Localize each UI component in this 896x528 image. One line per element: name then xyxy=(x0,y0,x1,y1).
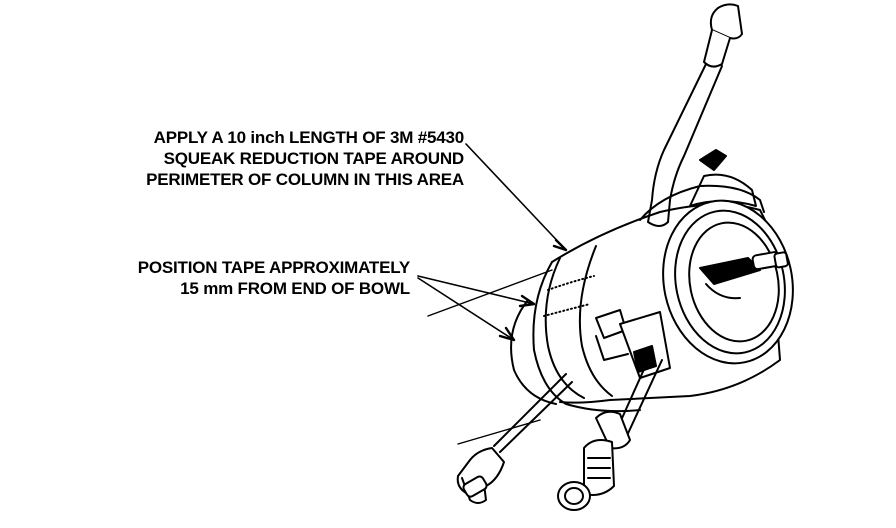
apply-tape-line-2: SQUEAK REDUCTION TAPE AROUND xyxy=(163,149,465,168)
apply-tape-line-1: APPLY A 10 inch LENGTH OF 3M #5430 xyxy=(153,128,465,147)
apply-tape-line-3: PERIMETER OF COLUMN IN THIS AREA xyxy=(146,170,464,189)
mounting-bracket xyxy=(595,309,671,379)
reference-lines xyxy=(427,269,553,445)
upper-lever xyxy=(647,3,743,227)
apply-tape-pointer-arrow xyxy=(465,143,567,251)
position-tape-callout: POSITION TAPE APPROXIMATELY 15 mm FROM E… xyxy=(137,257,411,299)
position-tape-pointer-upper xyxy=(417,275,535,305)
column-body xyxy=(510,203,781,413)
column-end-hub xyxy=(662,199,794,365)
lower-left-lever xyxy=(456,373,573,504)
position-tape-pointer-lower xyxy=(417,277,515,341)
leader-lines xyxy=(417,143,568,342)
column-collar xyxy=(639,149,765,221)
position-tape-line-1: POSITION TAPE APPROXIMATELY xyxy=(137,258,411,277)
position-tape-line-2: 15 mm FROM END OF BOWL xyxy=(180,279,410,298)
lower-right-lever xyxy=(557,355,663,511)
apply-tape-callout: APPLY A 10 inch LENGTH OF 3M #5430 SQUEA… xyxy=(146,127,464,190)
